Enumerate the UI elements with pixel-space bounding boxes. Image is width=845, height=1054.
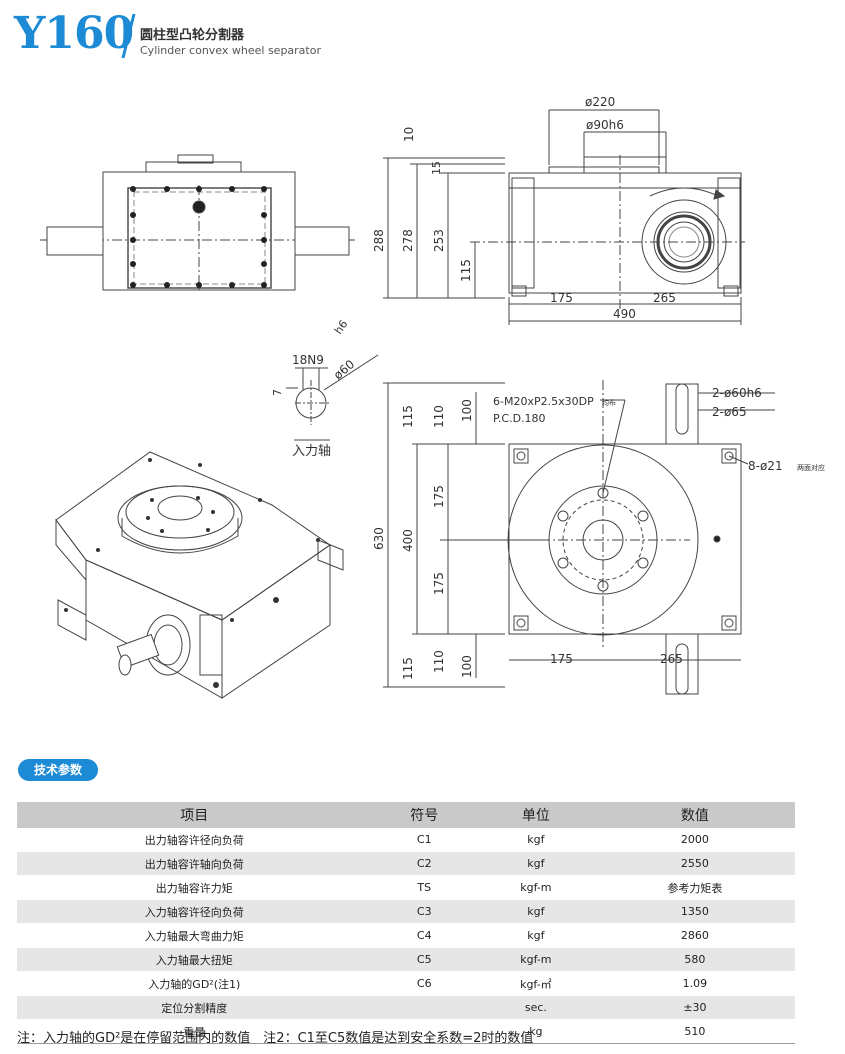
- dim-18N9: 18N9: [292, 353, 324, 367]
- cell-symbol: TS: [371, 875, 477, 900]
- dim-175-top-b: 175: [432, 572, 446, 595]
- cell-value: 510: [594, 1019, 795, 1044]
- dim-d60h6: 2-ø60h6: [712, 386, 762, 400]
- table-row: 入力轴容许径向负荷 C3 kgf 1350: [17, 899, 795, 924]
- dim-278: 278: [401, 229, 415, 252]
- cell-item: 出力轴容许轴向负荷: [17, 851, 372, 876]
- cell-value: 参考力矩表: [594, 875, 795, 900]
- col-header-value: 数值: [594, 802, 795, 828]
- cell-value: 580: [594, 947, 795, 972]
- cell-value: 2000: [594, 828, 795, 852]
- dim-pcd: P.C.D.180: [493, 412, 546, 425]
- cell-value: ±30: [594, 995, 795, 1020]
- dim-175-top-a: 175: [432, 485, 446, 508]
- cell-item: 入力轴容许径向负荷: [17, 899, 372, 924]
- table-row: 出力轴容许力矩 TS kgf-m 参考力矩表: [17, 875, 795, 900]
- section-badge: 技术参数: [18, 759, 98, 781]
- cell-unit: kgf-m: [476, 947, 595, 972]
- dim-d90h6: ø90h6: [586, 118, 624, 132]
- model-number: Y160: [14, 8, 134, 59]
- dim-d65: 2-ø65: [712, 405, 747, 419]
- table-row: 重量 kg 510: [17, 1019, 795, 1044]
- cell-unit: kgf: [476, 899, 595, 924]
- dim-100-top-a: 100: [460, 399, 474, 422]
- cell-item: 出力轴容许径向负荷: [17, 828, 372, 852]
- input-shaft-section: [286, 354, 379, 441]
- cell-symbol: C2: [371, 851, 477, 876]
- dim-288: 288: [372, 229, 386, 252]
- dim-d21: 8-ø21: [748, 459, 783, 473]
- table-row: 出力轴容许径向负荷 C1 kgf 2000: [17, 828, 795, 852]
- top-view: [383, 380, 775, 695]
- cell-symbol: [371, 1019, 477, 1044]
- dim-d220: ø220: [585, 95, 615, 109]
- cell-unit: kgf-m: [476, 875, 595, 900]
- front-view: [40, 154, 355, 292]
- dim-175-bottom: 175: [550, 652, 573, 666]
- dim-400: 400: [401, 529, 415, 552]
- dim-175-side: 175: [550, 291, 573, 305]
- technical-drawing: ø220 ø90h6 10 15 288 278 253 115 175 265…: [40, 95, 825, 699]
- dim-d21-suffix: 两面对应: [797, 463, 825, 472]
- cell-item: 重量: [17, 1019, 372, 1044]
- cell-value: 1.09: [594, 971, 795, 996]
- spec-table: 项目 符号 单位 数值 出力轴容许径向负荷 C1 kgf 2000 出力轴容许轴…: [17, 802, 795, 1044]
- table-row: 入力轴的GD²(注1) C6 kgf-㎡ 1.09: [17, 971, 795, 996]
- dim-d60: ø60: [331, 357, 357, 382]
- cell-symbol: C4: [371, 923, 477, 948]
- dim-110-top-a: 110: [432, 405, 446, 428]
- table-row: 定位分割精度 sec. ±30: [17, 995, 795, 1020]
- input-shaft-label: 入力轴: [292, 444, 331, 459]
- dim-115-top-b: 115: [401, 657, 415, 680]
- dim-265-bottom: 265: [660, 652, 683, 666]
- cell-item: 入力轴最大扭矩: [17, 947, 372, 972]
- dim-253: 253: [432, 229, 446, 252]
- dim-7: 7: [271, 389, 284, 396]
- cell-unit: sec.: [476, 995, 595, 1020]
- dim-10: 10: [402, 127, 416, 142]
- cell-symbol: C6: [371, 971, 477, 996]
- product-title-cn: 圆柱型凸轮分割器: [140, 28, 245, 43]
- cell-item: 入力轴最大弯曲力矩: [17, 923, 372, 948]
- table-row: 入力轴最大弯曲力矩 C4 kgf 2860: [17, 923, 795, 948]
- cell-symbol: [371, 995, 477, 1020]
- col-header-symbol: 符号: [371, 802, 477, 828]
- cell-item: 入力轴的GD²(注1): [17, 971, 372, 996]
- dim-m20: 6-M20xP2.5x30DP: [493, 395, 594, 408]
- col-header-item: 项目: [17, 802, 372, 828]
- isometric-view: [55, 451, 344, 699]
- cell-unit: kgf-㎡: [476, 971, 595, 996]
- cell-unit: kgf: [476, 828, 595, 852]
- table-row: 出力轴容许轴向负荷 C2 kgf 2550: [17, 851, 795, 876]
- cell-unit: kgf: [476, 851, 595, 876]
- cell-value: 1350: [594, 899, 795, 924]
- cell-value: 2860: [594, 923, 795, 948]
- cell-symbol: C5: [371, 947, 477, 972]
- product-title-en: Cylinder convex wheel separator: [140, 44, 321, 57]
- dim-115-top-a: 115: [401, 405, 415, 428]
- dim-110-top-b: 110: [432, 650, 446, 673]
- dim-490: 490: [613, 307, 636, 321]
- dim-15: 15: [430, 161, 443, 175]
- dim-100-top-b: 100: [460, 655, 474, 678]
- cell-unit: kg: [476, 1019, 595, 1044]
- dim-265-side: 265: [653, 291, 676, 305]
- cell-item: 出力轴容许力矩: [17, 875, 372, 900]
- dim-h6: h6: [332, 318, 351, 337]
- table-row: 入力轴最大扭矩 C5 kgf-m 580: [17, 947, 795, 972]
- cell-unit: kgf: [476, 923, 595, 948]
- table-header-row: 项目 符号 单位 数值: [17, 802, 795, 828]
- footnote: 注：入力轴的GD²是在停留范围内的数值 注2：C1至C5数值是达到安全系数=2时…: [17, 1031, 534, 1046]
- side-view: [383, 109, 745, 325]
- cell-symbol: C3: [371, 899, 477, 924]
- col-header-unit: 单位: [476, 802, 595, 828]
- cell-symbol: C1: [371, 828, 477, 852]
- dim-115-side: 115: [459, 259, 473, 282]
- cell-item: 定位分割精度: [17, 995, 372, 1020]
- dim-m20-suffix: 均布: [602, 398, 616, 407]
- dim-630: 630: [372, 527, 386, 550]
- cell-value: 2550: [594, 851, 795, 876]
